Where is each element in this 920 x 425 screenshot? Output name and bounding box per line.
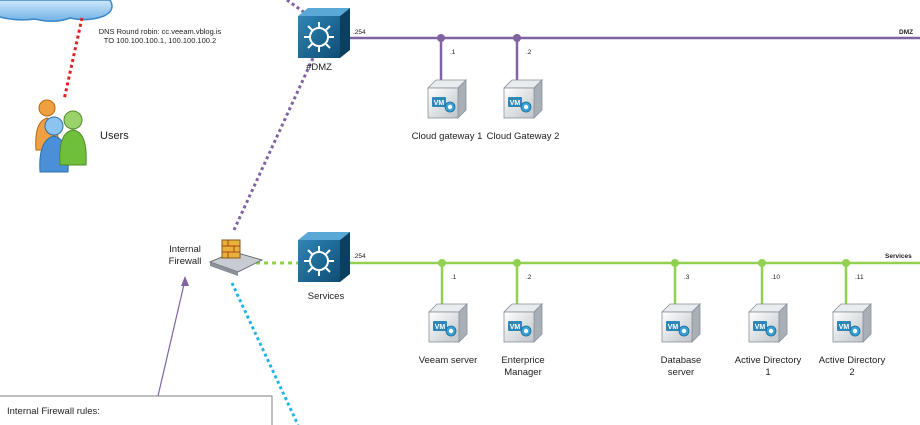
firewall-dmz-link [232,55,316,231]
vm-label-line1: Veeam server [419,355,478,366]
dmz-network-label: DMZ [899,29,913,36]
dns-text-line2: TO 100.100.100.1, 100.100.100.2 [104,36,216,45]
vm-ip: .2 [526,49,532,56]
dmz-vm-1[interactable]: .1VM Cloud gateway 1 [412,34,483,142]
vm-ip: .1 [451,274,457,281]
rules-arrow [157,279,186,397]
vm-icon-label: VM [755,324,766,331]
vm-connection-dot [842,259,850,267]
vm-icon: VM [832,303,872,343]
vm-ip: .11 [855,274,864,281]
dmz-vm-2[interactable]: .2VM Cloud Gateway 2 [487,34,560,142]
cloud-users-link [62,17,84,101]
vm-icon: VM [427,79,467,119]
vm-label-line1: Cloud Gateway 2 [487,131,560,142]
dmz-upstream-link [286,0,306,15]
vm-ip: .3 [684,274,690,281]
firewall-label-line1: Internal [169,244,201,255]
firewall-lower-link [230,282,300,425]
vm-label-line2: Manager [504,367,542,378]
services-vm-1[interactable]: .1VM Veeam server [419,259,478,366]
vm-icon-label: VM [510,324,521,331]
vm-icon: VM [748,303,788,343]
vm-label-line1: Active Directory [819,355,886,366]
vm-connection-dot [671,259,679,267]
firewall-rules-title: Internal Firewall rules: [7,406,100,417]
vm-label-line1: Active Directory [735,355,802,366]
vm-icon-label: VM [839,324,850,331]
users-icon [35,99,87,173]
vm-connection-dot [437,34,445,42]
firewall-icon[interactable] [208,239,264,276]
services-switch-ip: .254 [353,253,366,260]
services-network-label: Services [885,253,912,260]
cloud-icon [0,0,113,22]
dmz-switch-ip: .254 [353,29,366,36]
dmz-switch-label: #DMZ [306,62,332,73]
firewall-rules-box [0,395,273,425]
vm-icon: VM [428,303,468,343]
vm-ip: .10 [771,274,780,281]
vm-icon-label: VM [668,324,679,331]
vm-connection-dot [513,34,521,42]
firewall-label-line2: Firewall [169,256,202,267]
dns-text-line1: DNS Round robin: cc.veeam.vblog.is [99,27,222,36]
vm-label-line2: 1 [765,367,770,378]
vm-label-line2: 2 [849,367,854,378]
dmz-switch-icon[interactable] [298,8,350,58]
vm-ip: .2 [526,274,532,281]
vm-connection-dot [513,259,521,267]
vm-label-line1: Database [661,355,702,366]
users-label: Users [100,130,129,142]
vm-label-line2: server [668,367,694,378]
services-switch-icon[interactable] [298,232,350,282]
vm-icon-label: VM [435,324,446,331]
vm-ip: .1 [450,49,456,56]
vm-connection-dot [758,259,766,267]
vm-label-line1: Cloud gateway 1 [412,131,483,142]
services-switch-label: Services [308,291,345,302]
vm-icon: VM [503,79,543,119]
vm-connection-dot [438,259,446,267]
vm-icon: VM [503,303,543,343]
vm-label-line1: Enterprice [501,355,544,366]
vm-icon-label: VM [434,100,445,107]
vm-icon-label: VM [510,100,521,107]
vm-icon: VM [661,303,701,343]
